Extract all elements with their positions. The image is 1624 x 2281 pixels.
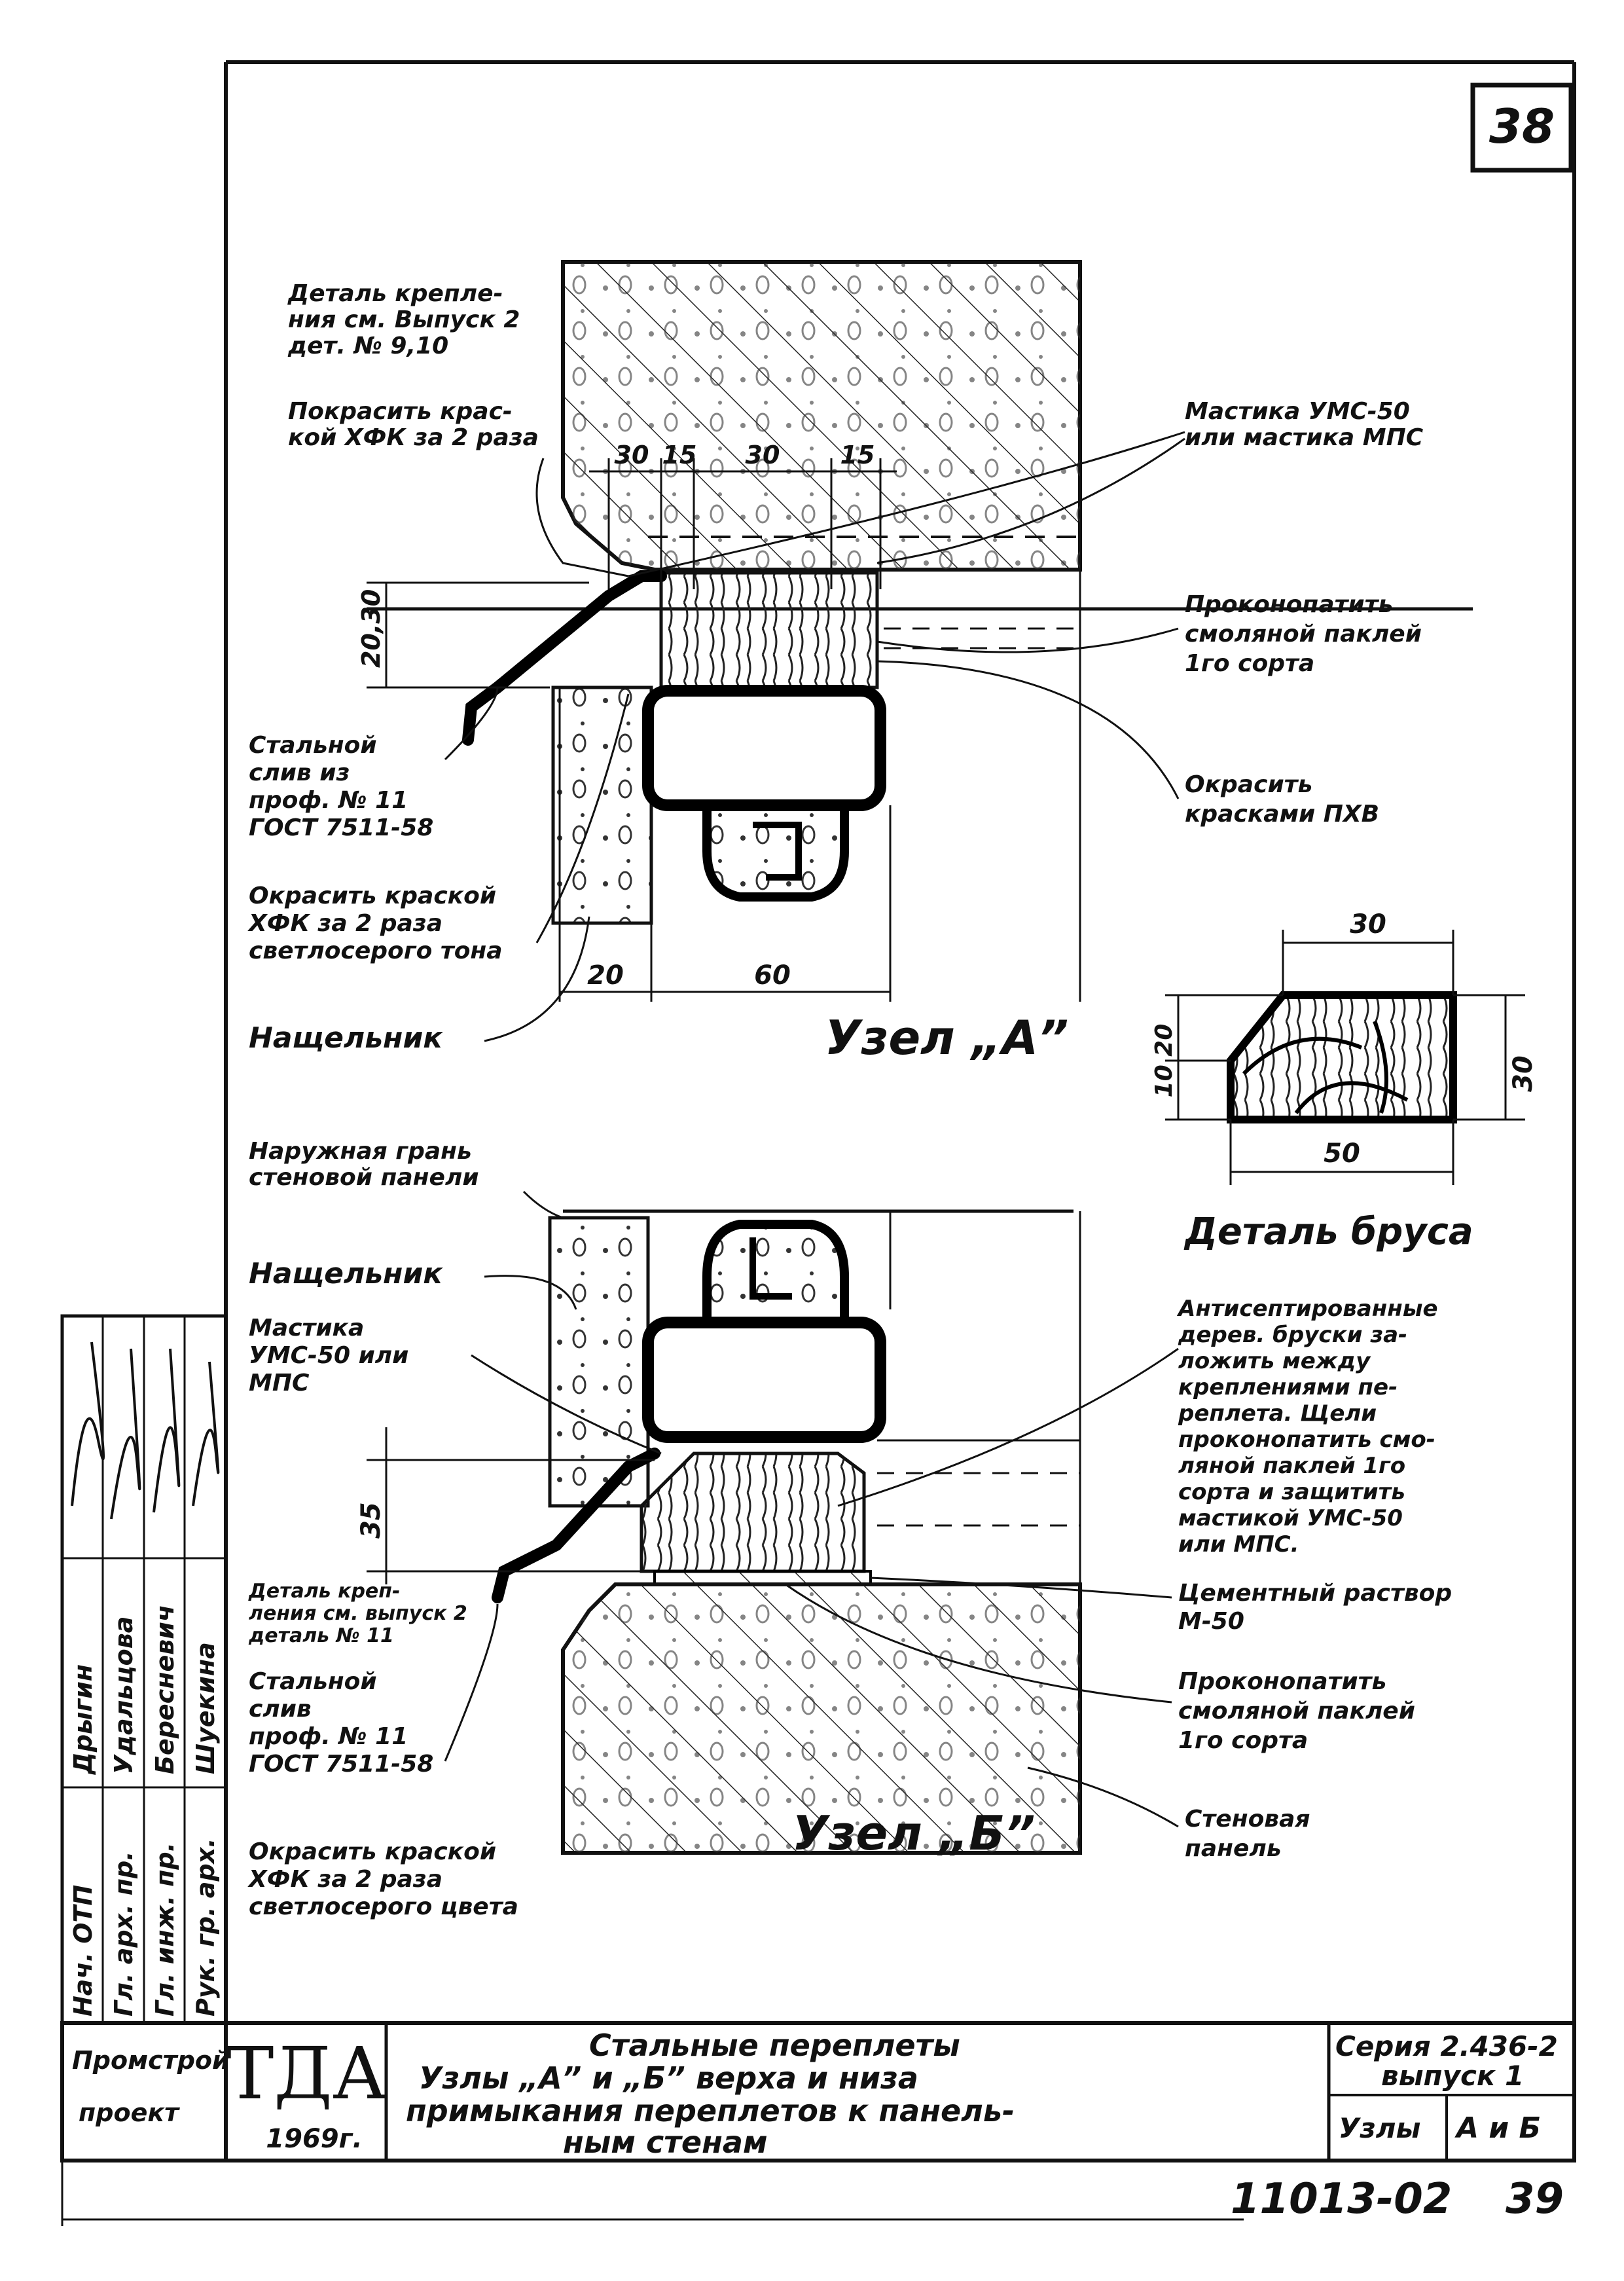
stamp-year: 1969г. xyxy=(266,2124,362,2154)
stamp-name-3: Бересневич xyxy=(151,1605,179,1774)
node-a-dim-top-4: 15 xyxy=(840,441,875,469)
bar-detail-drawing: 30 30 10 20 50 xyxy=(1151,909,1538,1185)
node-a-dim-bottom-2: 60 xyxy=(754,960,791,991)
node-a-dim-bottom-1: 20 xyxy=(587,960,624,991)
node-b-mortar: Цементный раствор М-50 xyxy=(1178,1580,1460,1635)
node-a-mastic: Мастика УМС-50 или мастика МПС xyxy=(1185,398,1424,451)
bar-dim-right: 30 xyxy=(1508,1055,1538,1092)
bar-dim-bottom: 50 xyxy=(1324,1139,1360,1169)
node-a-dim-top-3: 30 xyxy=(746,441,780,469)
node-b-panel: Стеновая панель xyxy=(1185,1806,1318,1862)
node-b-drawing: 35 xyxy=(356,1209,1082,1855)
node-b-paint-light: Окрасить краской ХФК за 2 раза светлосер… xyxy=(247,1838,518,1920)
signatures xyxy=(71,1341,220,1520)
node-b-antiseptic: Антисептированные дерев. бруски за- ложи… xyxy=(1176,1296,1445,1558)
node-b-detail-ref: Деталь креп- ления см. выпуск 2 деталь №… xyxy=(248,1580,474,1647)
bar-detail-title: Деталь бруса xyxy=(1183,1211,1473,1253)
node-a-dim-top-1: 30 xyxy=(615,441,649,469)
node-a-steel-drip: Стальной слив из проф. № 11 ГОСТ 7511-58 xyxy=(249,732,433,841)
node-a-side-dimension: 20,30 xyxy=(357,581,589,689)
node-a-paint-top: Покрасить крас- кой ХФК за 2 раза xyxy=(288,398,539,451)
stamp-role-3: Гл. инж. пр. xyxy=(151,1842,179,2016)
node-a-paint-pkhv: Окрасить красками ПХВ xyxy=(1185,771,1379,828)
bar-dim-top: 30 xyxy=(1350,909,1386,940)
node-b-labels: Наружная грань стеновой панели Нащельник… xyxy=(247,1138,1460,1920)
node-b-title: Узел „Б” xyxy=(792,1806,1036,1861)
node-b-dim-side: 35 xyxy=(356,1502,386,1539)
node-a-paint-light: Окрасить краской ХФК за 2 раза светлосер… xyxy=(247,883,505,964)
node-a-dim-top-2: 15 xyxy=(662,441,697,469)
stamp-org: Промстрой проект xyxy=(72,2046,238,2127)
title-block: Промстрой проект ТДА 1969г. Стальные пер… xyxy=(60,2021,1576,2162)
stamp-title: Стальные переплеты Узлы „А” и „Б” верха … xyxy=(406,2028,1025,2160)
node-b-trim: Нащельник xyxy=(249,1257,443,1290)
node-a-caulk: Проконопатить смоляной паклей 1го сорта xyxy=(1185,591,1430,677)
stamp-name-1: Дрыгин xyxy=(69,1664,98,1775)
bottom-code: 11013-02 xyxy=(1231,2175,1452,2223)
stamp-name-4: Шуекина xyxy=(191,1642,220,1774)
node-a-title: Узел „А” xyxy=(825,1010,1068,1065)
node-b-caulk: Проконопатить смоляной паклей 1го сорта xyxy=(1178,1668,1424,1754)
node-a-labels: Деталь крепле- ния см. Выпуск 2 дет. № 9… xyxy=(247,280,1430,1055)
node-a-drawing xyxy=(367,260,1473,1002)
stamp-name-2: Удальцова xyxy=(109,1616,138,1774)
node-a-dim-side: 20,30 xyxy=(357,589,386,668)
stamp-sheet-code: А и Б xyxy=(1454,2111,1541,2145)
node-a-top-dimensions: 30 15 30 15 xyxy=(589,441,897,589)
stamp-series: Серия 2.436-2 выпуск 1 xyxy=(1335,2030,1568,2092)
bar-dim-left: 10 20 xyxy=(1151,1024,1178,1098)
node-a-detail-ref: Деталь крепле- ния см. Выпуск 2 дет. № 9… xyxy=(287,280,528,359)
node-b-mastic: Мастика УМС-50 или МПС xyxy=(249,1315,417,1396)
node-a-trim: Нащельник xyxy=(249,1021,443,1055)
node-b-outer-face: Наружная грань стеновой панели xyxy=(249,1138,480,1191)
sheet-number: 38 xyxy=(1489,99,1555,154)
bottom-page: 39 xyxy=(1506,2175,1564,2223)
stamp-role-4: Рук. гр. арх. xyxy=(191,1838,220,2016)
stamp-section: Узлы xyxy=(1339,2112,1421,2144)
node-b-steel-drip: Стальной слив проф. № 11 ГОСТ 7511-58 xyxy=(249,1668,433,1778)
sheet-number-box: 38 xyxy=(1470,82,1574,173)
stamp-role-2: Гл. арх. пр. xyxy=(109,1851,138,2016)
node-a-bottom-dimensions: 20 60 xyxy=(560,960,890,993)
stamp-side-signatures: Нач. ОТП Гл. арх. пр. Гл. инж. пр. Рук. … xyxy=(60,1314,228,2025)
stamp-role-1: Нач. ОТП xyxy=(69,1885,98,2016)
stamp-logo: ТДА xyxy=(226,2032,387,2115)
